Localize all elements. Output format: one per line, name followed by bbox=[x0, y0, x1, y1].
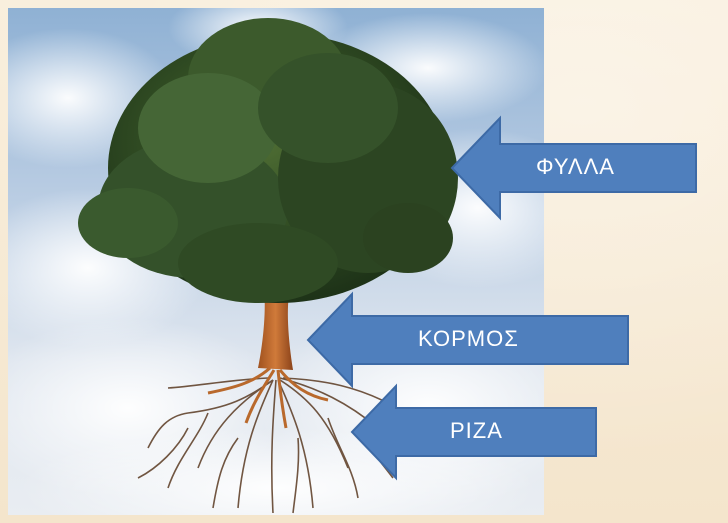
leaves-label: ΦΥΛΛΑ bbox=[536, 154, 615, 179]
tree-photo bbox=[8, 8, 544, 515]
root-label: ΡΙΖΑ bbox=[450, 418, 503, 443]
trunk-arrow: ΚΟΡΜΟΣ bbox=[306, 291, 629, 389]
tree-illustration bbox=[8, 8, 544, 515]
trunk-label: ΚΟΡΜΟΣ bbox=[418, 326, 519, 351]
root-flare bbox=[207, 366, 329, 429]
leaves-arrow: ΦΥΛΛΑ bbox=[450, 115, 697, 221]
root-arrow: ΡΙΖΑ bbox=[350, 383, 597, 481]
trunk bbox=[258, 288, 293, 370]
foliage bbox=[78, 18, 458, 303]
